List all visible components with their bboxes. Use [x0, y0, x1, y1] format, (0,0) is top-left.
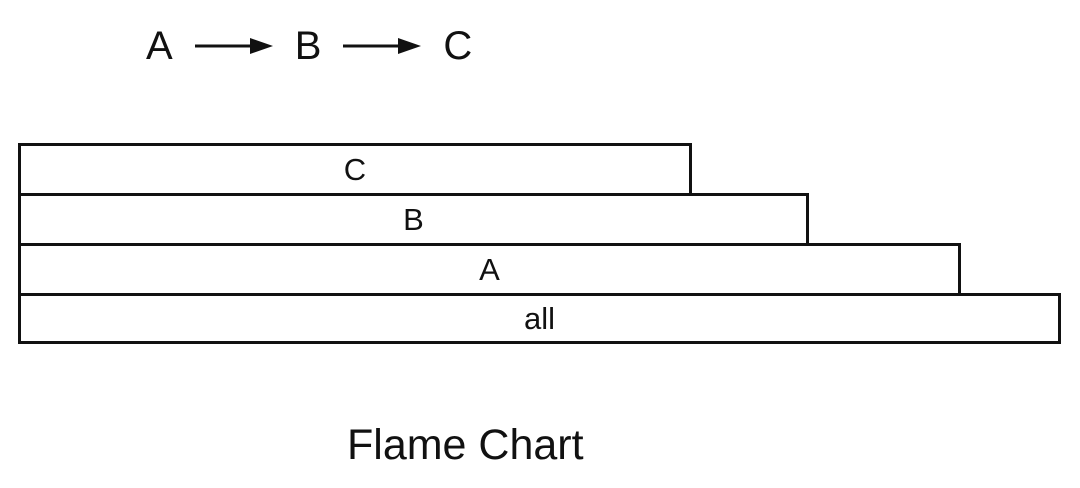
- flame-bar-all: all: [18, 293, 1061, 344]
- call-chain-node-c: C: [443, 24, 473, 68]
- call-chain-node-b: B: [294, 24, 322, 68]
- call-chain-node-a: A: [146, 24, 173, 68]
- arrow-right-icon: [343, 38, 422, 54]
- chart-title: Flame Chart: [347, 421, 584, 469]
- flame-bar-c: C: [18, 143, 692, 193]
- flame-bar-label: all: [523, 301, 555, 336]
- flame-bar-label: C: [343, 152, 367, 187]
- flame-bar-b: B: [18, 193, 809, 243]
- flame-bar-label: A: [479, 252, 500, 287]
- call-chain: A B C: [146, 20, 472, 72]
- flame-bar-label: B: [403, 202, 424, 237]
- flame-chart: C B A all: [18, 143, 1061, 344]
- arrow-right-icon: [194, 38, 273, 54]
- flame-bar-a: A: [18, 243, 961, 293]
